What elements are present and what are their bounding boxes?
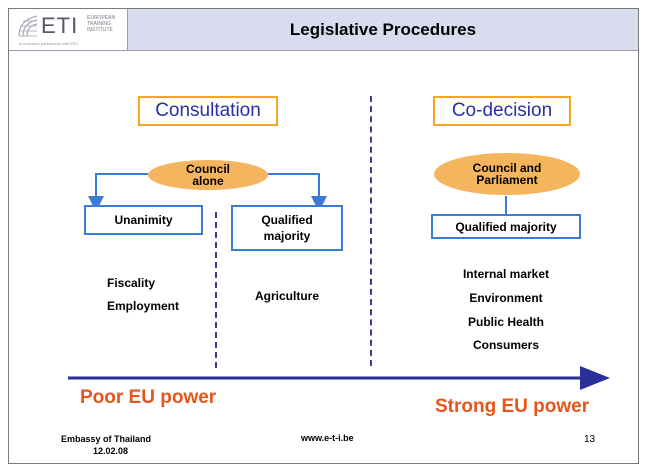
consultation-title: Consultation [138,96,278,126]
codecision-title: Co-decision [433,96,571,126]
poor-eu-power-label: Poor EU power [80,387,217,408]
consultation-divider [215,212,217,368]
policy-public-health: Public Health [467,315,544,329]
qualified-majority-box: Qualified majority [231,205,343,251]
policy-consumers: Consumers [472,338,540,352]
logo-tagline: in exclusive partnership with ERC [19,41,79,46]
slide-title: Legislative Procedures [289,19,477,39]
codecision-qualified-majority-box: Qualified majority [431,214,581,239]
connector-unanimity [88,173,148,212]
policy-fiscality: Fiscality [107,276,156,290]
logo-wordmark: ETI [41,13,79,38]
footer-organization: Embassy of Thailand [61,434,152,444]
policy-agriculture: Agriculture [255,289,320,303]
footer-url: www.e-t-i.be [301,433,354,443]
council-alone-ellipse: Council alone [148,160,268,190]
main-divider [370,96,372,366]
council-parliament-ellipse: Council and Parliament [434,153,580,195]
connector-qualified [268,173,327,212]
policy-employment: Employment [107,299,180,313]
logo-subtitle: EUROPEAN TRAINING INSTITUTE [87,15,116,33]
page-number: 13 [584,434,596,445]
strong-eu-power-label: Strong EU power [435,396,590,417]
footer-date: 12.02.08 [93,446,129,456]
globe-grid-icon [18,15,38,37]
policy-environment: Environment [469,291,543,305]
eti-logo: ETI EUROPEAN TRAINING INSTITUTE in exclu… [9,9,128,50]
policy-internal-market: Internal market [462,267,550,281]
unanimity-box: Unanimity [84,205,203,235]
